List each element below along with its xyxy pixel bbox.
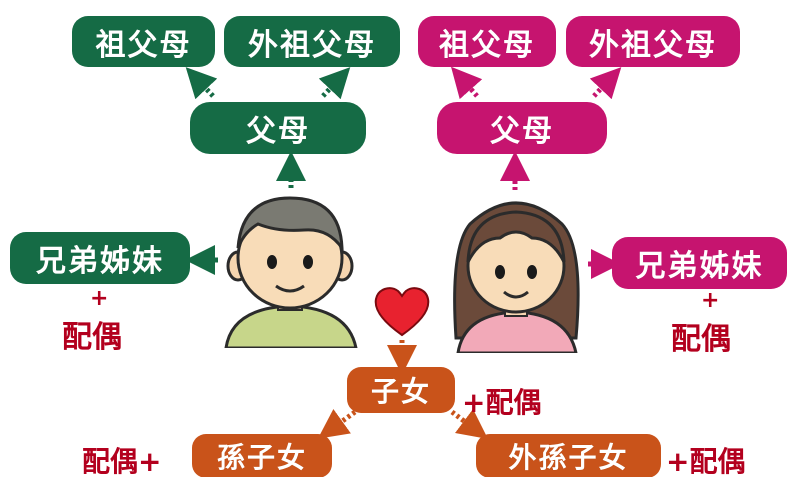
paternal-maternal-grandparents-box: 外祖父母 — [224, 16, 400, 67]
heart-icon — [374, 287, 430, 337]
paternal-sibling-spouse: 配偶 — [62, 320, 122, 355]
grandchildren-label: 孫子女 — [216, 441, 307, 474]
man-icon — [224, 196, 358, 348]
paternal-parents-label: 父母 — [246, 114, 310, 149]
paternal-siblings-box: 兄弟姊妹 — [10, 232, 190, 284]
paternal-sibling-plus: + — [90, 286, 109, 311]
maternal-grandchildren-label: 外孫子女 — [508, 441, 629, 474]
arrow-maternal-to-maternal-grandparents — [589, 67, 622, 100]
paternal-grandparents-label: 祖父母 — [95, 27, 192, 63]
children-label: 子女 — [370, 375, 431, 408]
maternal-siblings-label: 兄弟姊妹 — [635, 249, 764, 284]
maternal-parents-label: 父母 — [490, 114, 554, 149]
arrow-maternal-to-grandparents — [451, 66, 483, 100]
woman-icon — [453, 201, 580, 353]
maternal-grandparents-label: 祖父母 — [439, 27, 535, 63]
maternal-grandchildren-box: 外孫子女 — [476, 434, 661, 477]
arrow-paternal-to-grandparents — [185, 67, 218, 100]
paternal-maternal-grandparents-label: 外祖父母 — [248, 27, 376, 63]
maternal-sibling-plus: + — [701, 288, 720, 313]
paternal-siblings-label: 兄弟姊妹 — [36, 244, 164, 279]
children-spouse: +配偶 — [462, 386, 542, 419]
arrow-children-to-grandchildren — [317, 409, 357, 439]
arrow-paternal-to-maternal-grandparents — [318, 67, 351, 100]
maternal-maternal-grandparents-box: 外祖父母 — [566, 16, 740, 67]
maternal-maternal-grandparents-label: 外祖父母 — [589, 27, 717, 63]
arrow-children-to-maternal-grandchildren — [450, 409, 488, 439]
paternal-parents-box: 父母 — [190, 102, 366, 154]
maternal-sibling-spouse: 配偶 — [671, 322, 731, 357]
paternal-grandparents-box: 祖父母 — [72, 16, 215, 67]
maternal-grandparents-box: 祖父母 — [418, 16, 556, 67]
maternal-siblings-box: 兄弟姊妹 — [612, 237, 787, 289]
maternal-parents-box: 父母 — [437, 102, 607, 154]
children-box: 子女 — [347, 367, 455, 413]
grandchildren-box: 孫子女 — [192, 434, 332, 477]
grandchildren-spouse: 配偶+ — [82, 445, 162, 477]
maternal-grandchildren-spouse: +配偶 — [666, 445, 746, 477]
